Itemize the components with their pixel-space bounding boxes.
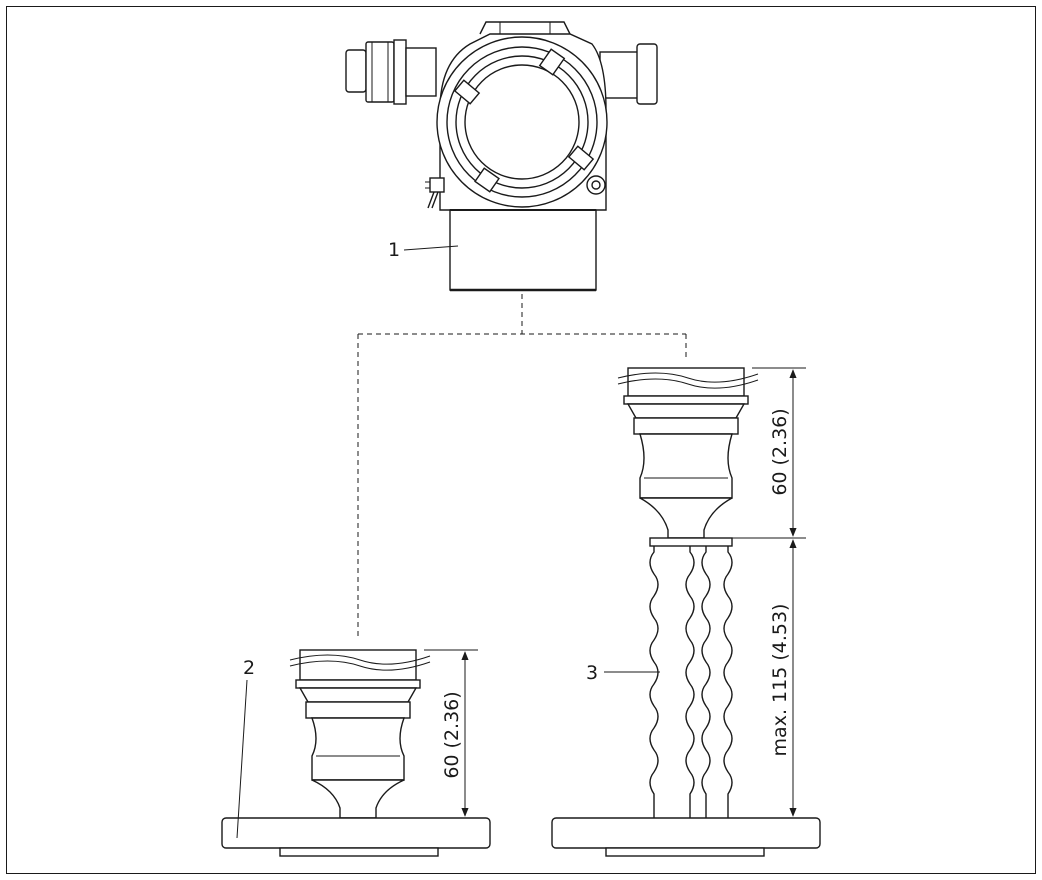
cover-ring (436, 36, 608, 208)
display-window (464, 64, 580, 180)
drawing-frame (6, 6, 1036, 874)
flange-right (551, 817, 821, 849)
flange-left (221, 817, 491, 849)
dimension-label-right-adapter: 60 (2.36) (769, 408, 791, 495)
plug-right (599, 43, 658, 105)
callout-leader-1 (403, 245, 459, 251)
right-process-connection (551, 367, 821, 857)
cover-lock (425, 177, 445, 209)
transmitter-housing (345, 21, 658, 292)
callout-label-2: 2 (243, 657, 255, 679)
bellows-center-b (701, 546, 711, 818)
dimension-right-extension: max. 115 (4.53) (769, 539, 797, 817)
dimension-left: 60 (2.36) (380, 649, 478, 819)
dimension-right-adapter: 60 (2.36) (730, 367, 806, 539)
ground-lug (586, 175, 606, 195)
housing-neck (449, 209, 597, 291)
callout-label-3: 3 (586, 662, 598, 684)
cable-gland (345, 39, 437, 105)
dimension-label-left: 60 (2.36) (441, 691, 463, 778)
bellows-center-a (685, 546, 695, 818)
connection-lines (357, 294, 687, 640)
left-process-connection (221, 649, 491, 857)
dimension-label-right-extension: max. 115 (4.53) (769, 604, 791, 757)
callout-leader-2 (236, 679, 248, 839)
bellows-left (649, 546, 659, 818)
callout-label-1: 1 (388, 239, 400, 261)
bellows-right (723, 546, 733, 818)
